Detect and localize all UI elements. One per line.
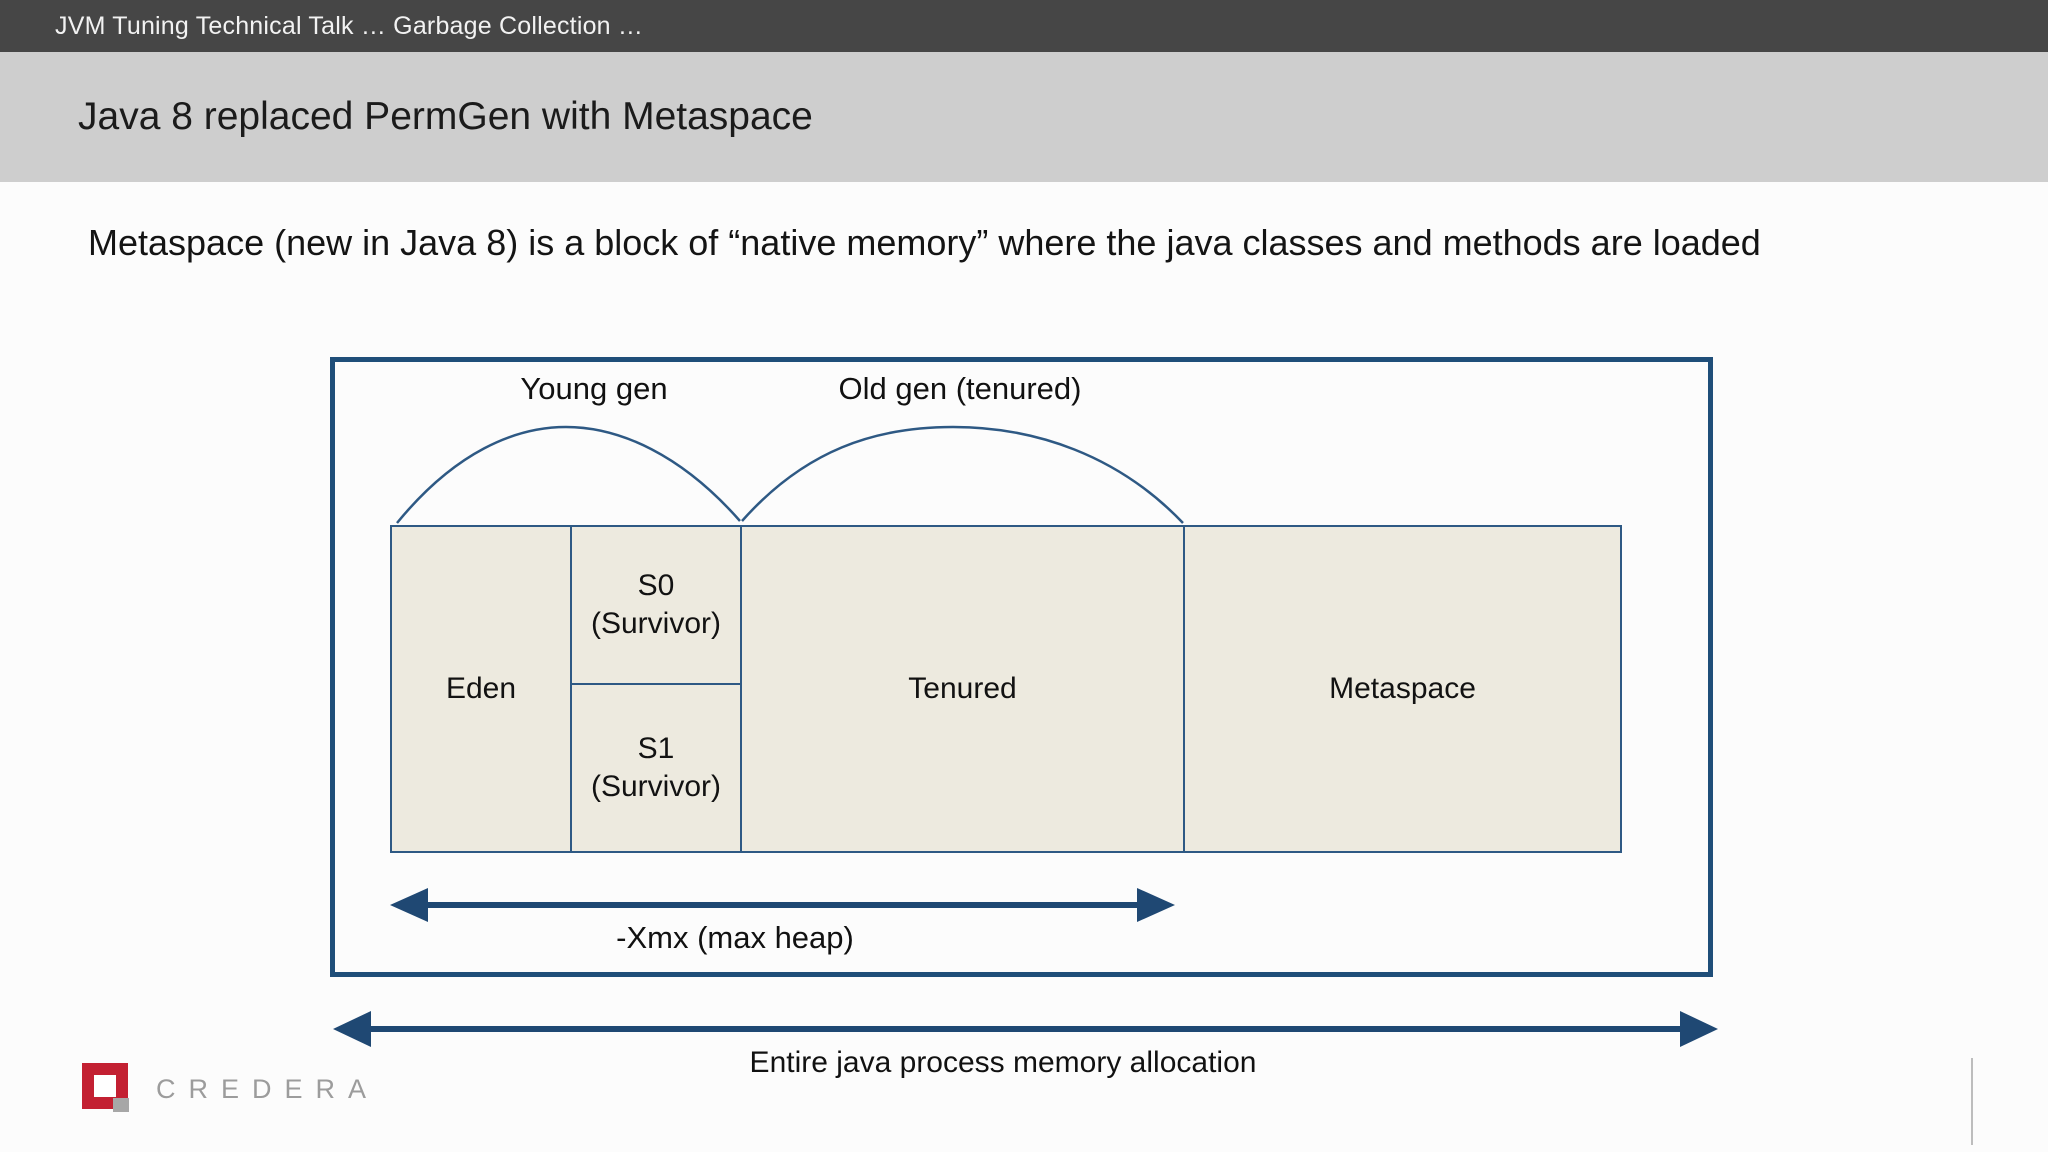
region-tenured: Tenured <box>740 525 1185 853</box>
process-memory-arrow <box>333 1011 1718 1047</box>
slide-title-bar: Java 8 replaced PermGen with Metaspace <box>0 52 2048 182</box>
credera-logo-icon <box>82 1063 130 1112</box>
max-heap-arrow-label: -Xmx (max heap) <box>616 920 854 955</box>
credera-logo-white-square <box>94 1075 116 1097</box>
credera-logo-gray-square <box>113 1098 129 1112</box>
video-title: JVM Tuning Technical Talk … Garbage Coll… <box>55 11 644 40</box>
young-gen-label: Young gen <box>520 371 668 406</box>
region-s0-survivor: S0 (Survivor) <box>570 525 742 685</box>
diagram-frame <box>330 357 1713 977</box>
region-eden-label: Eden <box>445 672 517 705</box>
slide-title: Java 8 replaced PermGen with Metaspace <box>78 95 813 138</box>
region-tenured-label: Tenured <box>908 672 1017 705</box>
region-s0-label-line1: S0 <box>637 569 675 602</box>
video-title-bar: JVM Tuning Technical Talk … Garbage Coll… <box>0 0 2048 52</box>
region-metaspace: Metaspace <box>1183 525 1622 853</box>
intro-text: Metaspace (new in Java 8) is a block of … <box>88 222 1761 263</box>
region-eden: Eden <box>390 525 572 853</box>
region-s1-label-line1: S1 <box>637 732 675 765</box>
credera-brand-name: CREDERA <box>156 1074 380 1104</box>
region-metaspace-label: Metaspace <box>1329 672 1476 705</box>
process-memory-arrow-label: Entire java process memory allocation <box>749 1046 1257 1079</box>
region-s1-survivor: S1 (Survivor) <box>570 683 742 853</box>
old-gen-label: Old gen (tenured) <box>838 371 1082 406</box>
region-s0-label-line2: (Survivor) <box>590 607 721 640</box>
footer-divider-line <box>1971 1058 1973 1145</box>
region-s1-label-line2: (Survivor) <box>590 770 721 803</box>
